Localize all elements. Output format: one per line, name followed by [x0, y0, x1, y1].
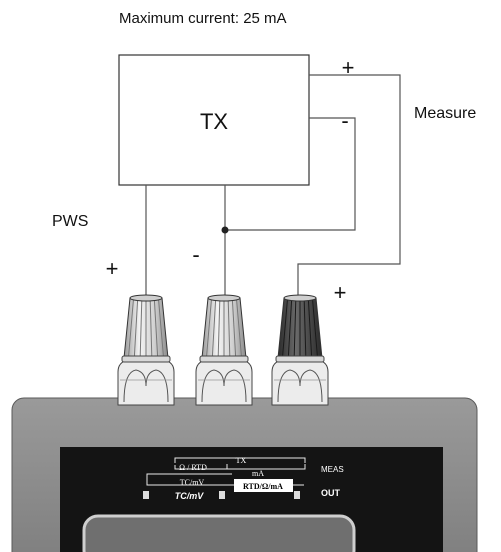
tx-plus-label: +: [342, 55, 355, 80]
panel-tx-label: TX: [236, 456, 247, 465]
panel-ohm-rtd-label: Ω / RTD: [179, 463, 207, 472]
wire-measure-plus: [297, 74, 401, 296]
tx-minus-label: -: [341, 108, 348, 133]
panel-rtd-ohm-ma-label: RTD/Ω/mA: [243, 482, 283, 491]
panel-meas-label: MEAS: [321, 465, 344, 474]
terminal-1-plus-label: +: [106, 256, 119, 281]
wire-tx-minus-return: [225, 117, 356, 231]
wire-junction-dot: [221, 226, 229, 234]
diagram-title: Maximum current: 25 mA: [119, 10, 287, 27]
terminal-2-minus-label: -: [192, 242, 199, 267]
tx-label: TX: [200, 109, 228, 134]
panel-out-label: OUT: [321, 488, 341, 498]
panel-plug-icon: [143, 491, 149, 499]
panel-plug-icon: [219, 491, 225, 499]
device-display: [82, 514, 356, 552]
terminal-post-pws-plus[interactable]: [117, 294, 175, 406]
wires: [145, 74, 401, 296]
device-panel: TX Ω / RTD mA TC/mV RTD/Ω/mA TC/mV MEAS …: [60, 447, 443, 552]
panel-ma-label: mA: [252, 469, 264, 478]
pws-label: PWS: [52, 213, 88, 230]
panel-tc-mv-upper-label: TC/mV: [180, 478, 205, 487]
panel-tc-mv-lower-label: TC/mV: [175, 491, 205, 501]
terminal-post-common-minus[interactable]: [195, 294, 253, 406]
terminal-post-measure-plus[interactable]: [271, 294, 329, 406]
tx-box: [118, 54, 310, 186]
measure-label: Measure: [414, 105, 476, 122]
panel-plug-icon: [294, 491, 300, 499]
terminal-3-plus-label: +: [334, 280, 347, 305]
